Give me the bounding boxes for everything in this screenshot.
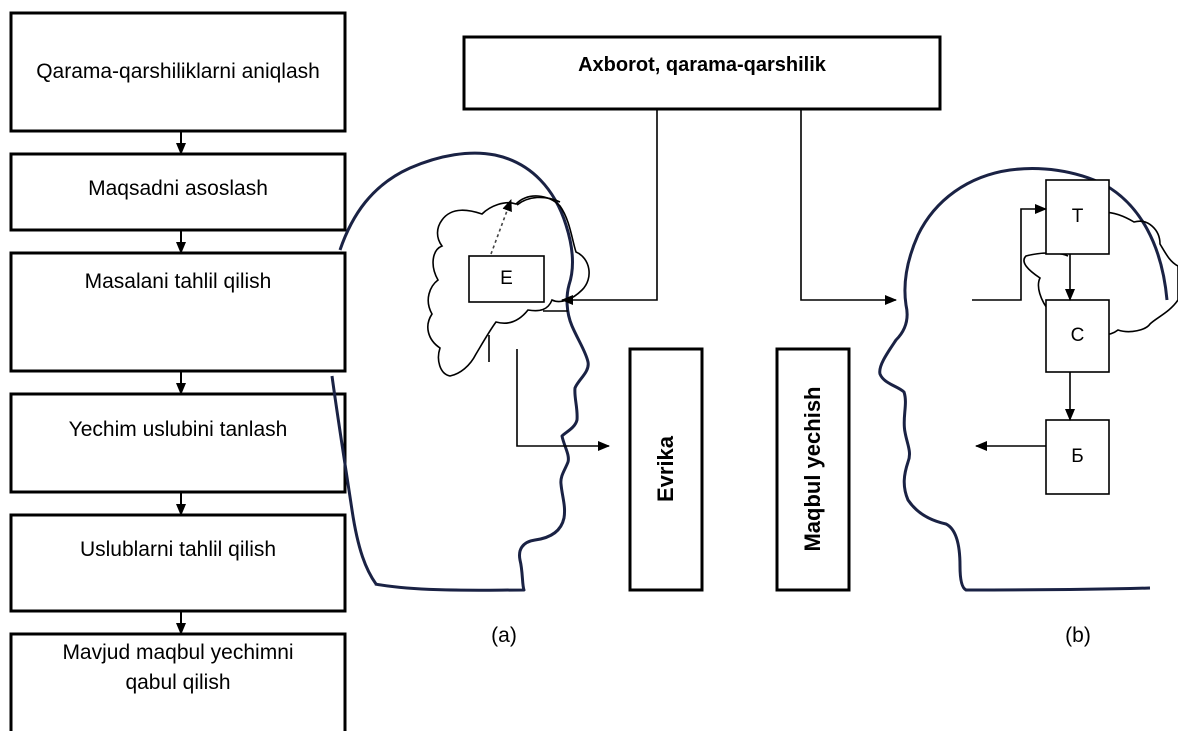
evrika-box [628, 347, 704, 592]
brain-cloud-a [427, 195, 590, 377]
flowchart [9, 11, 347, 736]
flow-step-1-box [9, 11, 347, 133]
flow-step-6-box [9, 632, 347, 736]
head-a-back [330, 375, 378, 585]
arrow-to-evrika [516, 349, 610, 451]
flow-step-3-box [9, 251, 347, 373]
maqbul-box [775, 347, 851, 592]
connector-to-head-a [561, 110, 658, 305]
feed-into-t [972, 204, 1047, 301]
box-s [1045, 299, 1110, 373]
head-a-outline [338, 151, 590, 592]
flow-step-2-box [9, 152, 347, 232]
brain-hook [516, 196, 561, 206]
insight-dotted-arrow [490, 199, 512, 255]
top-box [462, 35, 942, 111]
flow-step-4-box [9, 392, 347, 494]
box-b [1045, 419, 1110, 495]
box-t [1045, 179, 1110, 255]
box-e [468, 255, 545, 303]
head-b-outline [878, 167, 1169, 592]
connector-to-head-b [800, 110, 897, 305]
brain-cloud-b [1023, 211, 1178, 337]
flow-step-5-box [9, 513, 347, 613]
